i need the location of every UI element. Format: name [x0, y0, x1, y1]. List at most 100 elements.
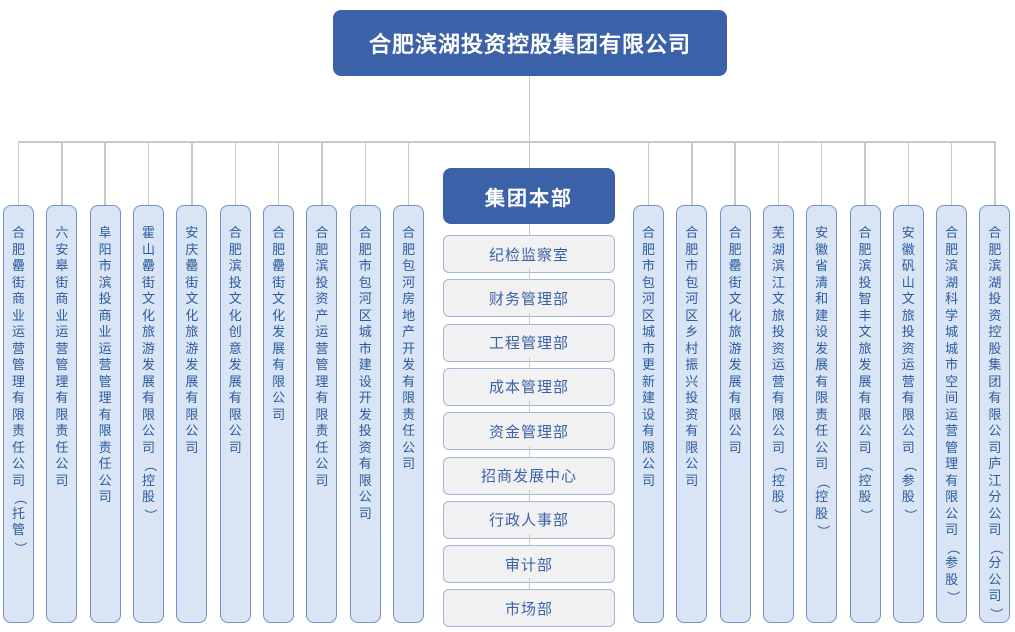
vertical-char: 司	[185, 440, 199, 456]
vertical-char: 公	[685, 457, 699, 472]
vertical-char: 旅	[142, 325, 156, 340]
vertical-char: 控	[988, 325, 1002, 340]
vertical-char: 投	[228, 275, 242, 291]
vertical-char: 参	[901, 473, 915, 489]
connector-line	[104, 141, 106, 205]
vertical-char: 限	[641, 440, 655, 456]
vertical-char: 司	[11, 473, 25, 489]
vertical-char: 设	[358, 374, 372, 390]
vertical-char: 滨	[945, 259, 959, 274]
vertical-char: 科	[945, 292, 959, 307]
vertical-char: 展	[815, 358, 829, 373]
vertical-char: 托	[11, 506, 25, 522]
vertical-char: 罍	[11, 259, 25, 274]
vertical-char: 罍	[272, 259, 286, 274]
vertical-char: 司	[945, 523, 959, 538]
vertical-char: 司	[55, 473, 69, 489]
subsidiary-node: 阜阳市滨投商业运营管理有限责任公司	[89, 205, 121, 623]
vertical-char: 管	[98, 374, 112, 390]
vertical-char: 发	[815, 341, 829, 357]
vertical-char: 安	[185, 226, 199, 241]
vertical-char: 运	[771, 358, 785, 373]
vertical-char: 运	[315, 325, 329, 340]
vertical-char: ）	[771, 508, 787, 522]
vertical-char: 新	[641, 374, 655, 390]
vertical-char: 合	[402, 226, 416, 241]
connector-line	[234, 141, 236, 205]
connector-line	[364, 141, 367, 205]
vertical-char: 肥	[641, 242, 655, 258]
subsidiary-node: 合肥市包河区乡村振兴投资有限公司	[676, 205, 708, 623]
vertical-char: 资	[771, 341, 785, 357]
vertical-char: 肥	[315, 242, 329, 258]
vertical-char: 空	[945, 374, 959, 390]
subsidiary-node: 合肥罍街文化旅游发展有限公司	[719, 205, 751, 623]
vertical-char: ）	[141, 508, 157, 522]
department-node: 财务管理部	[443, 279, 615, 318]
vertical-char: 任	[815, 424, 829, 439]
vertical-char: 有	[358, 457, 372, 472]
vertical-char: 湖	[945, 275, 959, 291]
vertical-char: 合	[685, 226, 699, 241]
vertical-char: 有	[858, 391, 872, 406]
vertical-char: 市	[358, 259, 372, 274]
connector-line	[950, 141, 953, 205]
vertical-char: 有	[815, 374, 829, 390]
vertical-char: 公	[98, 473, 112, 489]
vertical-char: 限	[185, 407, 199, 423]
vertical-char: 司	[228, 440, 242, 456]
vertical-char: （	[814, 475, 830, 489]
vertical-char: 司	[272, 407, 286, 423]
vertical-char: 河	[358, 292, 372, 307]
vertical-char: （	[11, 491, 27, 505]
vertical-char: 任	[315, 440, 329, 456]
vertical-char: 安	[55, 242, 69, 258]
vertical-char: 股	[858, 490, 872, 505]
vertical-char: 合	[945, 226, 959, 241]
vertical-char: 意	[228, 341, 242, 357]
vertical-char: 限	[142, 407, 156, 423]
vertical-char: 芜	[771, 226, 785, 241]
vertical-char: 投	[858, 275, 872, 291]
vertical-char: 参	[945, 556, 959, 571]
vertical-char: 司	[98, 490, 112, 505]
vertical-char: 市	[945, 358, 959, 373]
vertical-char: 业	[11, 308, 25, 324]
vertical-char: 肥	[228, 242, 242, 258]
vertical-char: 限	[228, 407, 242, 423]
vertical-char: 管	[11, 358, 25, 373]
vertical-char: 合	[641, 226, 655, 241]
vertical-char: 业	[98, 325, 112, 340]
subsidiary-node: 合肥滨湖投资控股集团有限公司庐江分公司（分公司）	[979, 205, 1011, 623]
vertical-char: 司	[358, 506, 372, 522]
vertical-char: （	[988, 541, 1004, 555]
vertical-char: 运	[11, 325, 25, 340]
vertical-char: 限	[858, 407, 872, 423]
vertical-char: 文	[228, 292, 242, 307]
vertical-char: 控	[771, 473, 785, 489]
vertical-char: 和	[815, 292, 829, 307]
vertical-char: 运	[55, 325, 69, 340]
vertical-char: 有	[728, 391, 742, 406]
vertical-char: 设	[815, 325, 829, 340]
vertical-char: 股	[771, 490, 785, 505]
vertical-char: ）	[901, 508, 917, 522]
vertical-char: 合	[272, 226, 286, 241]
vertical-char: 街	[11, 275, 25, 291]
vertical-char: 肥	[358, 242, 372, 258]
vertical-char: 股	[142, 490, 156, 505]
vertical-char: 安	[815, 226, 829, 241]
vertical-char: 合	[728, 226, 742, 241]
vertical-char: 控	[815, 490, 829, 505]
subsidiary-node: 合肥滨投智丰文旅发展有限公司（控股）	[849, 205, 881, 623]
subsidiary-node: 合肥市包河区城市建设开发投资有限公司	[349, 205, 381, 623]
vertical-char: 街	[272, 275, 286, 291]
vertical-char: 任	[11, 440, 25, 456]
connector-line	[528, 76, 530, 142]
vertical-char: 公	[228, 424, 242, 439]
vertical-char: 建	[815, 308, 829, 324]
vertical-char: 包	[358, 275, 372, 291]
vertical-char: 罍	[185, 259, 199, 274]
department-node: 审计部	[443, 545, 615, 584]
vertical-char: 限	[771, 407, 785, 423]
